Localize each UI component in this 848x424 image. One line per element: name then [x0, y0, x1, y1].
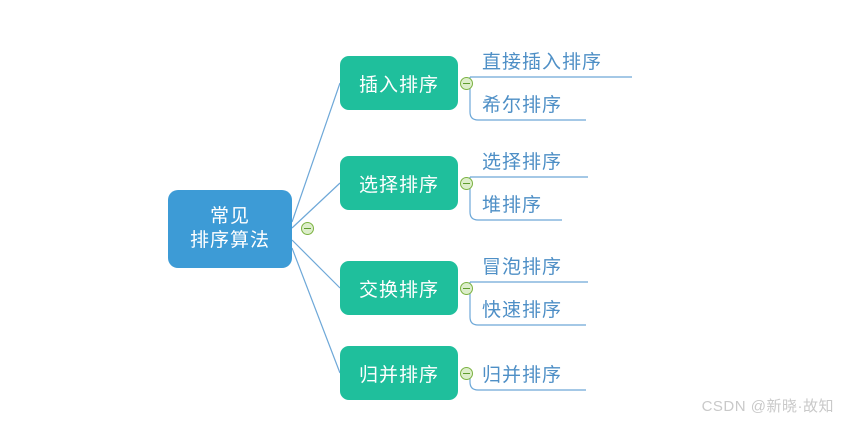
branch-label-insertion: 插入排序: [358, 74, 439, 96]
collapse-toggle-selection-icon[interactable]: [460, 177, 473, 190]
collapse-toggle-exchange-icon[interactable]: [460, 282, 473, 295]
collapse-toggle-merge-icon[interactable]: [460, 367, 473, 380]
leaf-heap-sort[interactable]: 堆排序: [482, 195, 543, 216]
branch-label-exchange: 交换排序: [358, 279, 439, 301]
connector-root-to-exchange: [291, 239, 341, 289]
leaf-direct-insertion[interactable]: 直接插入排序: [482, 52, 603, 73]
collapse-toggle-insertion-icon[interactable]: [460, 77, 473, 90]
root-label-line-2: 排序算法: [189, 230, 270, 251]
connector-root-to-selection: [291, 182, 341, 229]
connector-root-to-insertion: [291, 82, 341, 223]
branch-label-merge: 归并排序: [358, 364, 439, 386]
csdn-watermark: CSDN @新晓·故知: [701, 398, 834, 415]
branch-node-merge[interactable]: 归并排序: [340, 346, 458, 400]
branch-node-selection[interactable]: 选择排序: [340, 156, 458, 210]
branch-label-selection: 选择排序: [358, 174, 439, 196]
leaf-shell-sort[interactable]: 希尔排序: [482, 95, 563, 116]
root-node[interactable]: 常见 排序算法: [168, 190, 292, 268]
branch-node-exchange[interactable]: 交换排序: [340, 261, 458, 315]
leaf-merge-sort[interactable]: 归并排序: [482, 365, 563, 386]
leaf-quick-sort[interactable]: 快速排序: [482, 300, 563, 321]
branch-node-insertion[interactable]: 插入排序: [340, 56, 458, 110]
collapse-toggle-root-icon[interactable]: [301, 222, 314, 235]
leaf-bubble-sort[interactable]: 冒泡排序: [482, 257, 563, 278]
connector-root-to-merge: [291, 247, 341, 374]
leaf-selection-sort[interactable]: 选择排序: [482, 152, 563, 173]
root-label-line-1: 常见: [209, 205, 250, 227]
